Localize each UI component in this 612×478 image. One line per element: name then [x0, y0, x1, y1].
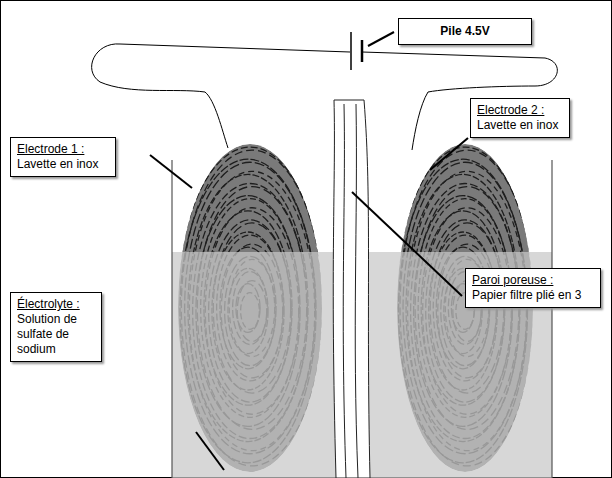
beaker-wall [171, 160, 172, 478]
callout-box: Electrode 1 :Lavette en inox [10, 137, 116, 177]
callout-text: Lavette en inox [477, 118, 563, 133]
callout-text: Papier filtre plié en 3 [472, 288, 594, 303]
callout-heading: Electrode 2 : [477, 103, 563, 118]
callout-box: Paroi poreuse :Papier filtre plié en 3 [465, 268, 601, 308]
leader-line [368, 32, 394, 46]
callout-text: Pile 4.5V [405, 24, 525, 39]
leader-line [150, 155, 192, 188]
callout-text: Solution de sulfate de sodium [17, 312, 95, 357]
battery-symbol [350, 32, 352, 70]
leader-line [430, 138, 468, 170]
callout-text: Lavette en inox [17, 157, 109, 172]
leader-line [196, 432, 224, 470]
battery-label: Pile 4.5V [398, 18, 532, 45]
callout-heading: Paroi poreuse : [472, 273, 594, 288]
callout-box: Electrode 2 :Lavette en inox [470, 98, 570, 138]
callout-heading: Electrode 1 : [17, 142, 109, 157]
wire [92, 44, 350, 148]
paper-fold [355, 104, 358, 478]
callout-box: Électrolyte :Solution de sulfate de sodi… [10, 292, 102, 362]
leader-line [352, 192, 462, 296]
paper-fold [343, 104, 346, 478]
beaker-wall [551, 160, 552, 478]
battery-symbol [361, 40, 364, 62]
callout-heading: Électrolyte : [17, 297, 95, 312]
porous-wall [333, 100, 370, 478]
